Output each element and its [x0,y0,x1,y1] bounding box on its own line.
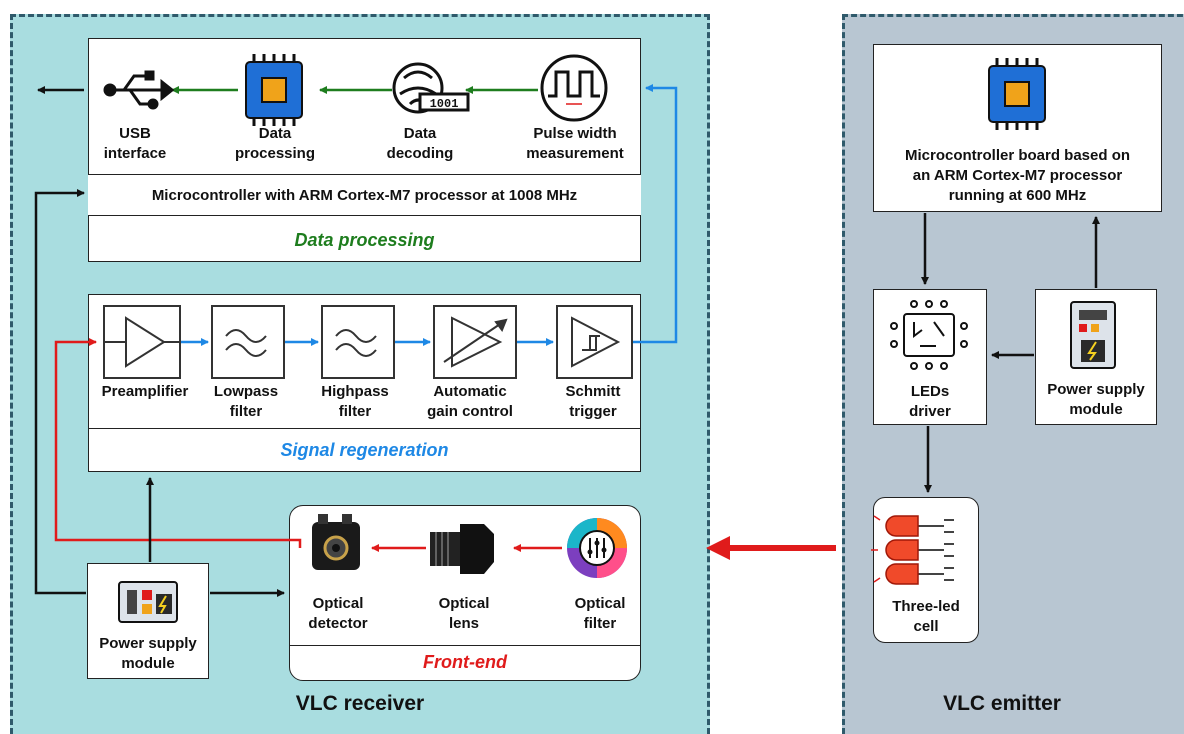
lowpass-icon [211,305,285,379]
led-icon [871,515,954,585]
data-processing-label: Data processing [294,230,435,250]
chip-icon [245,54,303,126]
led-cell-label: Three-led cell [892,598,960,635]
pulse-width-label: Pulse width measurement [526,125,624,162]
red-arrows [54,338,562,552]
svg-text:1001: 1001 [430,97,459,111]
emitter-arrows [921,213,1100,493]
agc-label: Automatic gain control [427,383,513,420]
lens-icon [430,524,494,574]
front-end-divider [289,645,641,646]
preamplifier-label: Preamplifier [101,383,189,400]
usb-interface-label: USB interface [103,125,167,162]
leds-driver-label: LEDs driver [909,383,951,420]
optical-detector-label: Optical detector [308,595,368,632]
data-decoding-label: Data decoding [386,125,454,162]
power-icon [118,581,178,623]
data-processing-stage-label: Data processing [234,125,316,162]
filter-icon [567,518,627,578]
signal-regeneration-label: Signal regeneration [280,440,449,460]
receiver-title: VLC receiver [295,692,425,715]
light-transmission-arrow [706,536,836,560]
receiver-power-supply-label: Power supply module [99,635,197,672]
usb-icon [103,70,175,110]
emitter-title: VLC emitter [943,692,1061,715]
decoder-icon: 1001 [392,62,470,114]
front-end-label: Front-end [423,652,507,672]
highpass-filter-label: Highpass filter [321,383,389,420]
emitter-power-supply-label: Power supply module [1047,381,1145,418]
pulse-icon [540,54,608,122]
emitter-power-icon [1070,301,1116,369]
schmitt-icon [556,305,633,379]
signal-regeneration-divider [88,428,641,429]
led-driver-icon [890,300,968,370]
optical-filter-label: Optical filter [574,595,626,632]
mcu-caption: Microcontroller with ARM Cortex-M7 proce… [151,187,578,204]
lowpass-filter-label: Lowpass filter [213,383,279,420]
data-processing-box [88,38,641,262]
highpass-icon [321,305,395,379]
optical-lens-label: Optical lens [438,595,490,632]
agc-icon [433,305,517,379]
amplifier-icon [103,305,181,379]
camera-icon [312,514,360,570]
power-arrows [34,189,285,597]
mcu-caption-band [88,174,641,216]
emitter-mcu-label: Microcontroller board based on an ARM Co… [904,147,1131,204]
schmitt-trigger-label: Schmitt trigger [565,383,621,420]
blue-arrows [180,84,678,346]
emitter-chip-icon [988,58,1046,130]
